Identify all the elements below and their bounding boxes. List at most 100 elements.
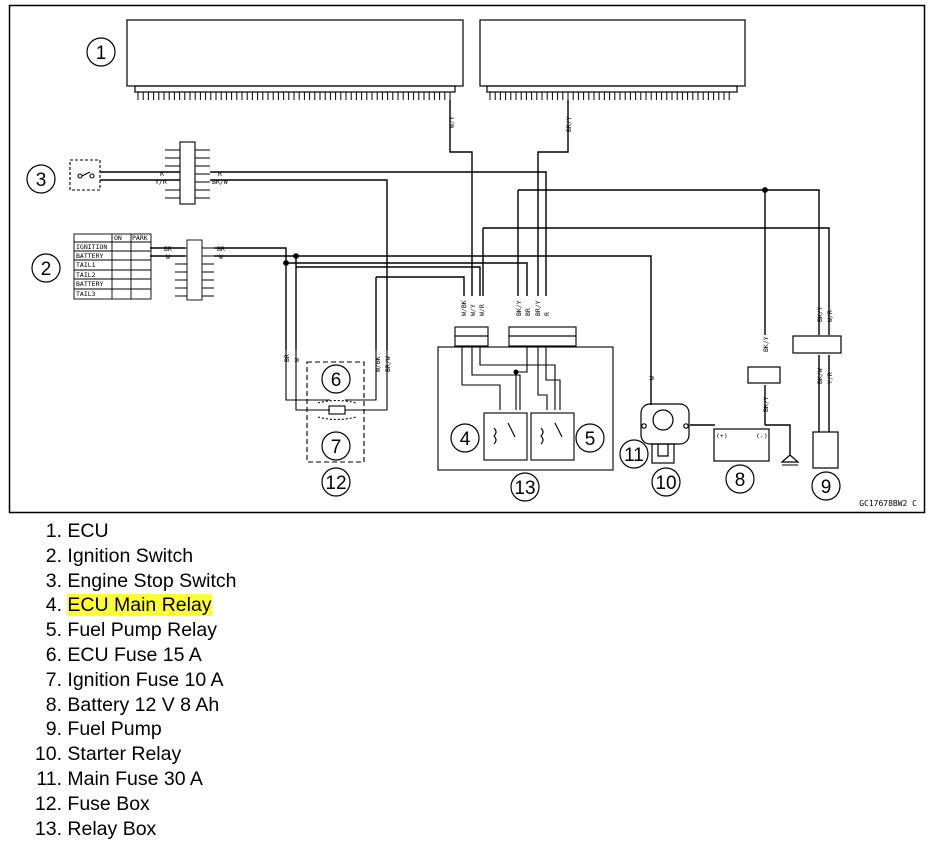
- legend-item-label: Ignition Fuse 10 A: [67, 668, 224, 691]
- wire-label-stop-out-1: R: [218, 170, 222, 178]
- callout-3: 3: [36, 170, 47, 191]
- legend-item-number: 3.: [45, 569, 62, 592]
- callout-numbers: 1 2 3 4 5 6 7 8 9 10 11 12 13: [36, 43, 832, 499]
- legend-item-label: Starter Relay: [67, 743, 182, 766]
- legend-item: 4. ECU Main Relay: [28, 593, 237, 618]
- legend-item: 9. Fuel Pump: [28, 717, 237, 742]
- wire-label-fuse-l2: W: [293, 358, 301, 362]
- legend-item-number: 7.: [45, 668, 62, 691]
- wire-label-ign-out-2: W: [219, 253, 223, 261]
- legend-item-number: 8.: [45, 693, 62, 716]
- callout-4: 4: [460, 429, 471, 450]
- legend-item: 8. Battery 12 V 8 Ah: [28, 693, 237, 718]
- callout-1: 1: [96, 43, 107, 64]
- wire-label-pump-top-2: W/R: [826, 310, 834, 322]
- wires: [100, 100, 830, 455]
- ign-header-on: ON: [114, 234, 122, 242]
- battery-terminal-plus: (+): [716, 432, 728, 440]
- battery-terminal-minus: (-): [756, 432, 768, 440]
- fuse-box: [285, 350, 388, 463]
- wire-label-stop-2: Y/R: [155, 178, 167, 186]
- callout-7: 7: [331, 437, 342, 458]
- legend-item: 6. ECU Fuse 15 A: [28, 643, 237, 668]
- starter-relay: [640, 403, 690, 464]
- legend-item-number: 6.: [45, 643, 62, 666]
- callout-5: 5: [585, 429, 596, 450]
- wire-label-pump-top-1: BK/Y: [816, 306, 824, 322]
- wire-label-fuse-l1: BR: [283, 354, 291, 362]
- callout-8: 8: [735, 470, 746, 491]
- wire-label-rb-l3: W/R: [478, 304, 486, 316]
- ign-row-4: TAIL2: [76, 271, 96, 279]
- wire-label-fuse-r1: W/BK: [374, 356, 382, 372]
- legend-item-number: 11.: [36, 767, 62, 790]
- legend-item-number: 13.: [34, 817, 62, 840]
- legend-item-label: Relay Box: [67, 817, 157, 840]
- wire-label-ign-1: BR: [164, 245, 172, 253]
- wiring-diagram: 1 2 3 4 5 6 7 8 9 10 11 12 13 ON PARK IG…: [8, 4, 926, 514]
- callout-9: 9: [821, 477, 832, 498]
- wire-labels: W/Y BR/Y R Y/R R BR/W BR W BR W W/BK W/Y…: [155, 116, 834, 440]
- wire-label-pump-bot-1: BK/W: [816, 368, 824, 384]
- fuel-pump: [792, 335, 842, 469]
- legend-item-number: 1.: [45, 520, 62, 542]
- ecu: [126, 19, 746, 100]
- engine-stop-switch: [69, 141, 210, 205]
- legend-item: 13. Relay Box: [28, 817, 237, 842]
- wire-label-rb-r4: R: [543, 312, 551, 316]
- legend-item-label: Engine Stop Switch: [67, 569, 237, 592]
- wire-label-rb-l2: W/Y: [469, 304, 477, 316]
- legend-item-number: 2.: [45, 544, 62, 567]
- ignition-table-text: ON PARK IGNITION BATTERY TAIL1 TAIL2 BAT…: [76, 234, 148, 298]
- legend-item-label: ECU Main Relay: [67, 594, 212, 617]
- legend-item-label: ECU: [67, 520, 109, 542]
- relay-box: [437, 326, 614, 471]
- legend-item: 10. Starter Relay: [28, 742, 237, 767]
- ign-row-5: BATTERY: [76, 280, 103, 288]
- wire-label-ign-out-1: BR: [217, 245, 225, 253]
- wire-label-battery-top: BK/Y: [762, 336, 770, 352]
- legend-item-number: 5.: [45, 619, 62, 642]
- wire-label-rb-l1: W/BK: [460, 300, 468, 316]
- battery: [713, 366, 800, 466]
- callout-11: 11: [624, 445, 644, 466]
- callout-10: 10: [655, 473, 676, 494]
- callouts: [26, 37, 841, 502]
- callout-2: 2: [41, 259, 52, 280]
- legend-item-number: 12.: [34, 792, 62, 815]
- wire-label-rb-r3: BR/Y: [534, 300, 542, 316]
- wire-label-battery-bottom: BK/Y: [762, 396, 770, 412]
- legend-item-label: Ignition Switch: [67, 544, 194, 567]
- legend-item: 5. Fuel Pump Relay: [28, 618, 237, 643]
- wire-label-rb-r2: BR: [524, 308, 532, 316]
- diagram-frame: [8, 4, 926, 514]
- legend-item-number: 4.: [45, 594, 62, 617]
- legend-item: 2. Ignition Switch: [28, 544, 237, 569]
- wire-label-starter: W: [648, 376, 656, 380]
- legend-item: 1. ECU: [28, 519, 237, 544]
- legend-item-label: Battery 12 V 8 Ah: [67, 693, 220, 716]
- wire-label-stop-out-2: BR/W: [212, 178, 228, 186]
- legend-item-label: Main Fuse 30 A: [67, 767, 203, 790]
- callout-12: 12: [325, 473, 346, 494]
- ign-row-3: TAIL1: [76, 261, 96, 269]
- image-code: GC17678BW2 C: [859, 499, 917, 508]
- legend-item: 12. Fuse Box: [28, 792, 237, 817]
- wire-label-fuse-r2: BR/W: [384, 356, 392, 372]
- legend-item: 3. Engine Stop Switch: [28, 569, 237, 594]
- ign-row-2: BATTERY: [76, 252, 103, 260]
- wire-label-ecu-right: BR/Y: [565, 116, 573, 132]
- wire-label-stop-1: R: [160, 170, 164, 178]
- ign-row-6: TAIL3: [76, 290, 96, 298]
- legend-item-label: ECU Fuse 15 A: [67, 643, 202, 666]
- ign-header-park: PARK: [132, 234, 148, 242]
- legend-item-label: Fuse Box: [67, 792, 150, 815]
- ignition-switch: [73, 233, 214, 301]
- wire-label-rb-r1: BK/Y: [515, 300, 523, 316]
- legend-item-label: Fuel Pump: [67, 718, 162, 741]
- callout-13: 13: [514, 478, 535, 499]
- wire-label-ign-2: W: [166, 253, 170, 261]
- legend-item-label: Fuel Pump Relay: [67, 619, 217, 642]
- ign-row-1: IGNITION: [76, 243, 107, 251]
